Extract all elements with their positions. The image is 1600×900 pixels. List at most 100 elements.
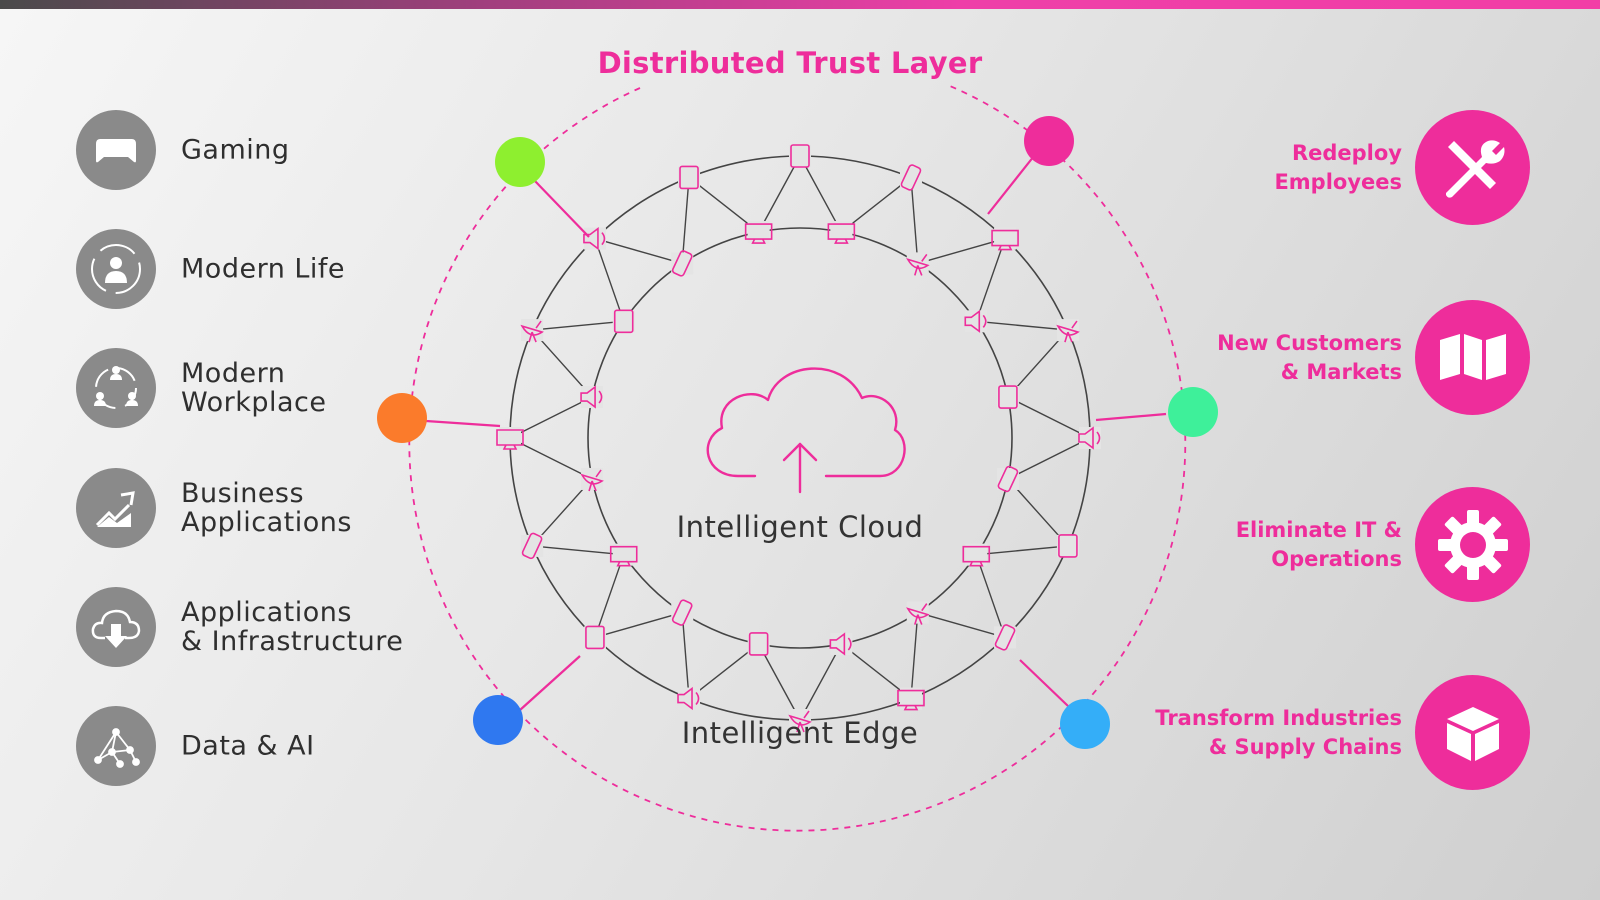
mesh-connector: [975, 554, 1006, 638]
device-glyph: [612, 309, 635, 334]
trust-node-magenta: [1024, 116, 1074, 166]
mesh-connector: [917, 237, 1006, 265]
scenario-data-ai: Data & AI: [76, 706, 436, 786]
mesh-connector: [799, 155, 842, 233]
mesh-connector: [594, 611, 683, 639]
mesh-connector: [594, 237, 683, 265]
device-glyph: [520, 319, 544, 343]
device-glyph: [583, 226, 606, 251]
mesh-connector: [532, 320, 624, 331]
map-icon: [1415, 300, 1530, 415]
device-icons: [496, 144, 1101, 733]
cloud-download-icon: [76, 587, 156, 667]
trust-node-blue: [473, 695, 523, 745]
mesh-connector: [976, 320, 1068, 331]
mesh-connector: [758, 155, 801, 233]
mesh-connector: [975, 238, 1006, 322]
mesh-connector: [840, 643, 912, 700]
mesh-connector: [917, 611, 1006, 639]
device-glyph: [583, 625, 606, 650]
outcome-label: Eliminate IT & Operations: [1235, 517, 1402, 571]
outcome-label: New Customers & Markets: [1217, 330, 1402, 384]
mesh-connector: [531, 478, 593, 547]
device-glyph: [897, 687, 925, 711]
device-glyph: [671, 599, 694, 626]
scenario-label: Data & AI: [181, 730, 315, 762]
trust-node-green: [495, 137, 545, 187]
outcome-label: Transform Industries & Supply Chains: [1155, 705, 1402, 759]
scenario-label: Modern Life: [181, 253, 346, 285]
mesh-connector: [840, 176, 912, 233]
network-graph-icon: [76, 706, 156, 786]
device-glyph: [996, 465, 1019, 493]
device-glyph: [580, 467, 604, 492]
node-connectors: [425, 155, 1167, 711]
trust-node-mint: [1168, 387, 1218, 437]
device-glyph: [1056, 534, 1079, 558]
intelligent-cloud-label: Intelligent Cloud: [676, 510, 924, 544]
mesh-connector: [799, 643, 842, 721]
mesh-connector: [531, 329, 593, 398]
team-icon: [76, 348, 156, 428]
mesh-connector: [594, 238, 625, 322]
scenario-label: Business Applications: [181, 478, 352, 538]
scenario-modern-life: Modern Life: [76, 229, 436, 309]
growth-chart-icon: [76, 468, 156, 548]
device-glyph: [829, 632, 853, 656]
mesh-connector: [1007, 396, 1091, 439]
mesh-connector: [910, 612, 919, 699]
mesh-connectors: [509, 155, 1091, 721]
device-glyph: [962, 543, 991, 567]
device-glyph: [906, 252, 930, 276]
diagram-title: Distributed Trust Layer: [597, 46, 983, 80]
cube-icon: [1415, 675, 1530, 790]
mesh-connector: [1007, 478, 1069, 547]
mesh-connector: [976, 545, 1068, 556]
mesh-connector: [688, 176, 760, 233]
intelligent-edge-label: Intelligent Edge: [681, 716, 919, 750]
mesh-connector: [758, 643, 801, 721]
device-glyph: [747, 632, 770, 656]
device-glyph: [521, 532, 544, 560]
device-glyph: [906, 601, 930, 625]
top-accent-bar: [0, 0, 1600, 9]
trust-node-sky: [1060, 699, 1110, 749]
inner-mesh-ring: [587, 227, 1013, 649]
gear-icon: [1415, 487, 1530, 602]
mesh-connector: [910, 177, 919, 264]
device-glyph: [788, 709, 812, 733]
device-glyph: [744, 221, 773, 244]
mesh-connector: [688, 643, 760, 700]
outcome-redeploy-employees: Redeploy Employees: [1010, 110, 1530, 225]
mesh-connector: [681, 612, 690, 699]
device-glyph: [671, 250, 694, 277]
device-glyph: [899, 164, 922, 191]
mesh-connector: [681, 177, 690, 264]
mesh-connector: [1007, 437, 1091, 480]
scenario-label: Modern Workplace: [181, 358, 327, 418]
outcome-eliminate-it-operations: Eliminate IT & Operations: [1010, 487, 1530, 602]
device-glyph: [1056, 319, 1080, 343]
scenario-applications-infrastructure: Applications & Infrastructure: [76, 587, 436, 667]
mesh-connector: [594, 554, 625, 638]
device-glyph: [991, 227, 1019, 251]
trust-layer-ring: [408, 85, 1187, 832]
device-glyph: [827, 221, 856, 244]
scenario-gaming: Gaming: [76, 110, 436, 190]
cloud-upload-icon: [706, 367, 906, 494]
outcome-new-customers-markets: New Customers & Markets: [1010, 300, 1530, 415]
gamepad-icon: [76, 110, 156, 190]
outcome-transform-industries: Transform Industries & Supply Chains: [1010, 675, 1530, 790]
scenario-business-applications: Business Applications: [76, 468, 436, 548]
person-icon: [76, 229, 156, 309]
device-glyph: [496, 427, 524, 450]
device-glyph: [677, 686, 701, 711]
mesh-connector: [1007, 329, 1069, 398]
device-glyph: [789, 144, 811, 168]
tools-icon: [1415, 110, 1530, 225]
mesh-connector: [532, 545, 624, 556]
trust-node-orange: [377, 393, 427, 443]
device-glyph: [1078, 426, 1101, 450]
scenario-modern-workplace: Modern Workplace: [76, 348, 436, 428]
